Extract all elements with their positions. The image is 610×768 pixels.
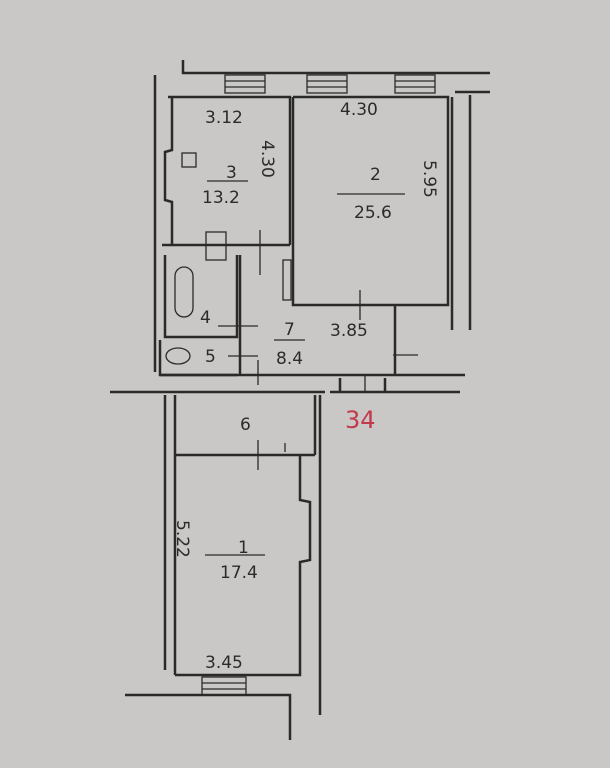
room-2-length: 5.95 [419,160,439,198]
bathtub-icon [174,266,194,318]
toilet-icon [165,347,191,365]
room-3-length: 4.30 [257,140,277,178]
room-6-number: 6 [240,415,251,435]
room-1-width: 3.45 [205,653,243,673]
room-4-number: 4 [200,308,211,328]
room-2-number: 2 [370,165,381,185]
room-1-length: 5.22 [172,520,192,558]
room-1-area: 17.4 [220,563,258,583]
room-3-area: 13.2 [202,188,240,208]
room-1-number: 1 [238,538,249,558]
room-7-area: 8.4 [276,349,303,369]
room-3-width: 3.12 [205,108,243,128]
room-2-area: 25.6 [354,203,392,223]
stove-icon [181,152,197,168]
room-7-width: 3.85 [330,321,368,341]
windows [201,74,436,696]
room-3-number: 3 [226,163,237,183]
apartment-number: 34 [345,406,376,434]
room-5-number: 5 [205,347,216,367]
ventilation-shaft [282,259,292,301]
sink-icon [205,231,227,261]
fixtures [165,152,418,470]
room-2-width: 4.30 [340,100,378,120]
room-7-number: 7 [284,320,295,340]
walls [110,60,490,740]
room-labels: 3.12 4.30 3 13.2 4.30 5.95 2 25.6 4 5 7 … [172,100,439,673]
